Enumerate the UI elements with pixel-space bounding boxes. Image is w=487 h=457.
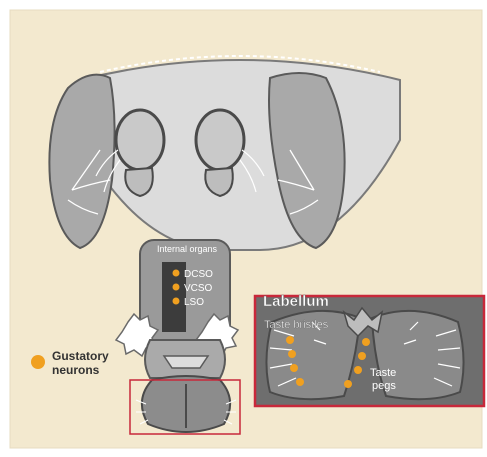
label-taste-pegs-line1: Taste (370, 367, 396, 379)
label-taste-bristles: Taste bristles (264, 319, 329, 331)
lso-neuron (173, 298, 180, 305)
proboscis-joint (164, 356, 208, 368)
dcso-neuron (173, 270, 180, 277)
label-dcso: DCSO (184, 269, 213, 280)
vcso-neuron (173, 284, 180, 291)
label-vcso: VCSO (184, 283, 213, 294)
label-labellum: Labellum (263, 293, 329, 310)
legend-neuron-icon (31, 355, 45, 369)
label-internal-organs: Internal organs (157, 244, 218, 254)
label-taste-pegs-line2: pegs (372, 380, 396, 392)
legend-label-line2: neurons (52, 363, 100, 377)
labellum-panel: Labellum Taste bristles Taste pegs (255, 293, 484, 406)
label-lso: LSO (184, 297, 204, 308)
legend-label-line1: Gustatory (52, 349, 109, 363)
